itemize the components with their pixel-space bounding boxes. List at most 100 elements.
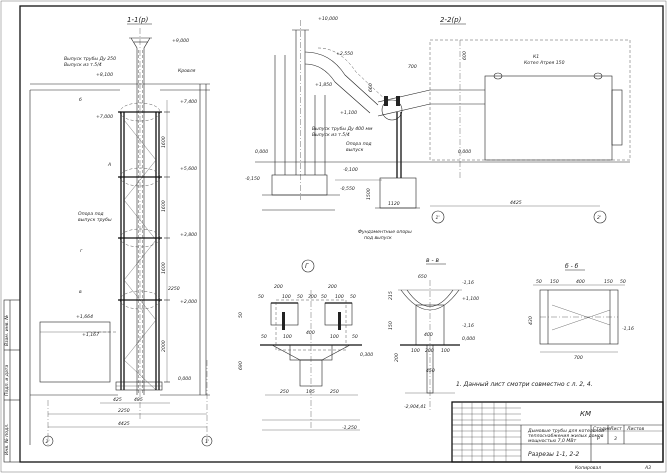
axis-1-label: 1' xyxy=(205,439,209,445)
col-sheet: Лист xyxy=(609,426,622,432)
axis-1-right-label: 1' xyxy=(436,215,440,221)
label-k1: К1 xyxy=(533,54,539,60)
view-2-2-title: 2-2(р) xyxy=(440,16,462,24)
b-dim-150: 150 xyxy=(550,279,559,285)
v-dim-100-b: 100 xyxy=(441,348,450,354)
elev-1850: +1,850 xyxy=(315,82,332,88)
v-dim-650: 650 xyxy=(418,274,427,280)
g-dim-195: 195 xyxy=(306,389,315,395)
elev-0550: -0,550 xyxy=(340,186,355,192)
elev-0100: -0,100 xyxy=(343,167,358,173)
dim-485: 485 xyxy=(134,397,143,403)
v-dim-150: 150 xyxy=(388,321,394,330)
g-dim-300: 300 xyxy=(308,294,317,300)
col-stage: Стадия xyxy=(593,426,611,432)
view-1-1: 1-1(р) xyxy=(29,16,213,447)
elev-5600: +5,600 xyxy=(180,166,197,172)
b-dim-150-b: 150 xyxy=(604,279,613,285)
doc-code: КМ xyxy=(580,410,591,418)
b-dim-700: 700 xyxy=(574,355,583,361)
v-dim-100-a: 100 xyxy=(411,348,420,354)
axis-marker-2 xyxy=(42,435,54,447)
b-ref: -1,16 xyxy=(622,326,634,332)
pipe-note-1: Выпуск трубы Ду 250 xyxy=(64,56,116,62)
pipe-note-right-2: Выпуск из т.5/4 xyxy=(312,132,350,138)
g-dim-100-c: 100 xyxy=(283,334,292,340)
g-dim-50-f: 50 xyxy=(352,334,358,340)
elev-1664: +1,664 xyxy=(76,314,93,320)
project-line-2: теплоснабжения жилых домов xyxy=(528,433,604,439)
section-mark-a: А xyxy=(107,162,111,168)
elev-1100: +1,100 xyxy=(340,110,357,116)
elev-1167: +1,167 xyxy=(82,332,99,338)
dim-4425-right: 4425 xyxy=(510,200,522,206)
pipe-note-2: Выпуск из т.5/4 xyxy=(64,62,102,68)
g-elev-c: -1,250 xyxy=(342,425,357,431)
axis-marker-2-right xyxy=(593,210,607,224)
pipe-note-right-1: Выпуск трубы Ду 400 мм xyxy=(312,126,373,132)
project-line-1: Дымовые трубы для котельной xyxy=(527,428,604,434)
general-note: 1. Данный лист смотри совместно с л. 2, … xyxy=(456,381,593,388)
dim-2250-b: 2250 xyxy=(118,408,130,414)
elev-7400: +7,400 xyxy=(180,99,197,105)
g-dim-50-d: 50 xyxy=(350,294,356,300)
elev-top: +10,000 xyxy=(318,16,338,22)
elev-2000: +2,000 xyxy=(180,299,197,305)
dim-1120: 1120 xyxy=(388,201,400,207)
view-1-1-title: 1-1(р) xyxy=(127,16,149,24)
g-dim-200-a: 200 xyxy=(274,284,283,290)
dim-2000: 2000 xyxy=(161,340,167,352)
stamp-inv-label: Инв. № подл. xyxy=(4,423,10,455)
dim-1600-a: 1600 xyxy=(161,136,167,148)
axis-2-right-label: 2' xyxy=(597,215,601,221)
section-mark-b: б xyxy=(79,97,82,103)
support-note-2: выпуск трубы xyxy=(78,217,112,223)
v-ref-2: -1,16 xyxy=(462,323,474,329)
dim-1600-b: 1600 xyxy=(161,200,167,212)
dim-4425: 4425 xyxy=(118,421,130,427)
g-dim-200-b: 200 xyxy=(328,284,337,290)
detail-b-b: б - б 50 150 400 150 50 430 700 -1,16 xyxy=(528,263,634,361)
elev-3800: +3,800 xyxy=(180,232,197,238)
dim-700: 700 xyxy=(408,64,417,70)
sheet-value: 3 xyxy=(614,436,617,442)
stamp-vzam-label: Взам. инв. № xyxy=(4,315,10,346)
elev-0150: -0,150 xyxy=(245,176,260,182)
g-dim-50-c: 50 xyxy=(321,294,327,300)
roof-label: Кровля xyxy=(178,68,196,74)
title-block: КМ Дымовые трубы для котельной теплоснаб… xyxy=(451,401,664,471)
v-elev-1100: +1,100 xyxy=(462,296,479,302)
boiler-body xyxy=(484,75,613,161)
b-dim-400: 400 xyxy=(576,279,585,285)
elev-top: +9,000 xyxy=(172,38,189,44)
b-dim-430: 430 xyxy=(528,316,534,325)
col-sheets: Листов xyxy=(626,426,644,432)
boiler-label: Котел Атрея 150 xyxy=(524,60,565,66)
found-note-2: под выпуск xyxy=(364,236,392,241)
elev-8100: +8,100 xyxy=(96,72,113,78)
g-dim-400: 400 xyxy=(306,330,315,336)
dim-vertical: 660 xyxy=(368,83,374,92)
g-dim-50-g: 50 xyxy=(238,312,244,318)
elev-7000: +7,000 xyxy=(96,114,113,120)
v-dim-215: 215 xyxy=(388,291,394,300)
g-dim-250-a: 250 xyxy=(280,389,289,395)
v-dim-400: 400 xyxy=(424,332,433,338)
g-dim-100-d: 100 xyxy=(330,334,339,340)
v-dim-200: 200 xyxy=(425,348,434,354)
support-right-2: выпуск xyxy=(346,148,364,153)
support-note-1: Опора под xyxy=(78,211,104,217)
dim-1500: 1500 xyxy=(366,188,372,200)
g-dim-50-a: 50 xyxy=(258,294,264,300)
dim-425: 425 xyxy=(113,397,122,403)
stamp-sign-label: Подп. и дата xyxy=(4,365,10,396)
elev-0000-a: 0,000 xyxy=(255,149,268,155)
elev-0000: 0,000 xyxy=(178,376,191,382)
dim-2250: 2250 xyxy=(168,286,180,292)
elev-0000-b: 0,000 xyxy=(458,149,471,155)
g-dim-100-a: 100 xyxy=(282,294,291,300)
detail-g: Г 200 200 50 100 50 300 50 100 50 400 50… xyxy=(238,259,373,431)
detail-v-v: в - в 650 215 +1,100 150 400 100 200 100… xyxy=(388,257,479,410)
stage-value: Р xyxy=(597,436,600,442)
